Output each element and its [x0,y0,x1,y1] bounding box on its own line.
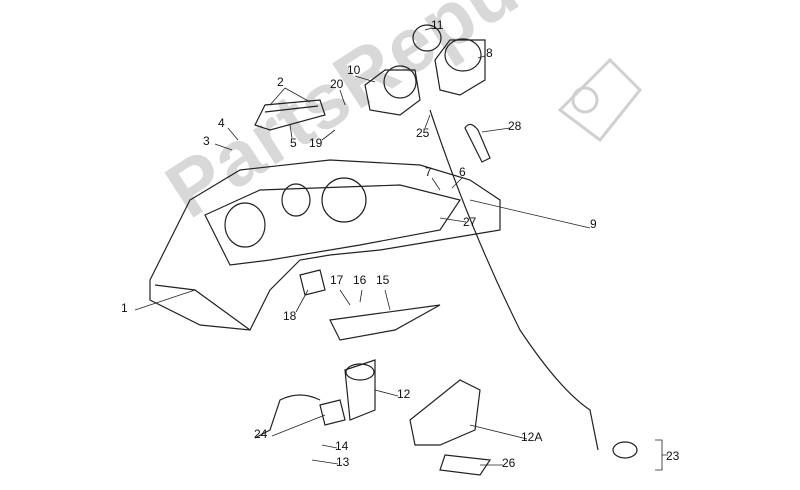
callout-8: 8 [486,46,493,60]
callout-28: 28 [508,119,522,133]
lock-12A [409,379,492,476]
callout-2: 2 [277,75,284,89]
callout-15: 15 [376,273,390,287]
bracket-15 [329,304,441,341]
callout-18: 18 [283,309,297,323]
relay-18 [299,269,326,296]
callout-23: 23 [666,449,680,463]
callout-5: 5 [290,136,297,150]
hose-28 [464,123,491,163]
callout-4: 4 [218,116,225,130]
gauges [364,24,486,116]
callout-3: 3 [203,134,210,148]
callout-17: 17 [330,273,344,287]
dashboard-panel [149,159,501,331]
callout-27: 27 [463,215,477,229]
callout-11: 11 [431,18,444,32]
gear-logo-icon [557,57,643,143]
callout-6: 6 [459,165,466,179]
indicator-bar [254,99,326,131]
callout-12: 12 [397,387,411,401]
callout-16: 16 [353,273,367,287]
callout-7: 7 [425,165,432,179]
callout-13: 13 [336,455,350,469]
callout-9: 9 [590,217,597,231]
callout-1: 1 [121,301,128,315]
ignition-switch [254,359,376,439]
callout-19: 19 [309,136,323,150]
speedometer-cable [429,109,599,451]
callout-12A: 12A [521,430,543,444]
callout-10: 10 [347,63,361,77]
callout-26: 26 [502,456,516,470]
callout-14: 14 [335,439,349,453]
callout-24: 24 [254,427,268,441]
callout-20: 20 [330,77,344,91]
callout-25: 25 [416,126,430,140]
grommet-23 [612,441,638,459]
leader-lines [134,27,668,471]
